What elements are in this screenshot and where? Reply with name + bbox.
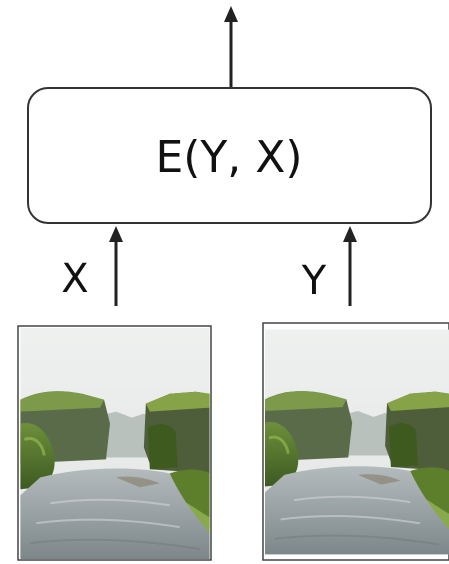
x-image (17, 325, 212, 561)
x-label: X (61, 256, 88, 302)
y-input-arrow (343, 226, 357, 306)
output-arrow (224, 6, 238, 88)
energy-function-label: E(Y, X) (155, 132, 302, 183)
x-input-arrow (109, 226, 123, 306)
energy-function-box: E(Y, X) (27, 87, 432, 224)
y-image (262, 322, 449, 561)
y-label: Y (301, 258, 327, 304)
